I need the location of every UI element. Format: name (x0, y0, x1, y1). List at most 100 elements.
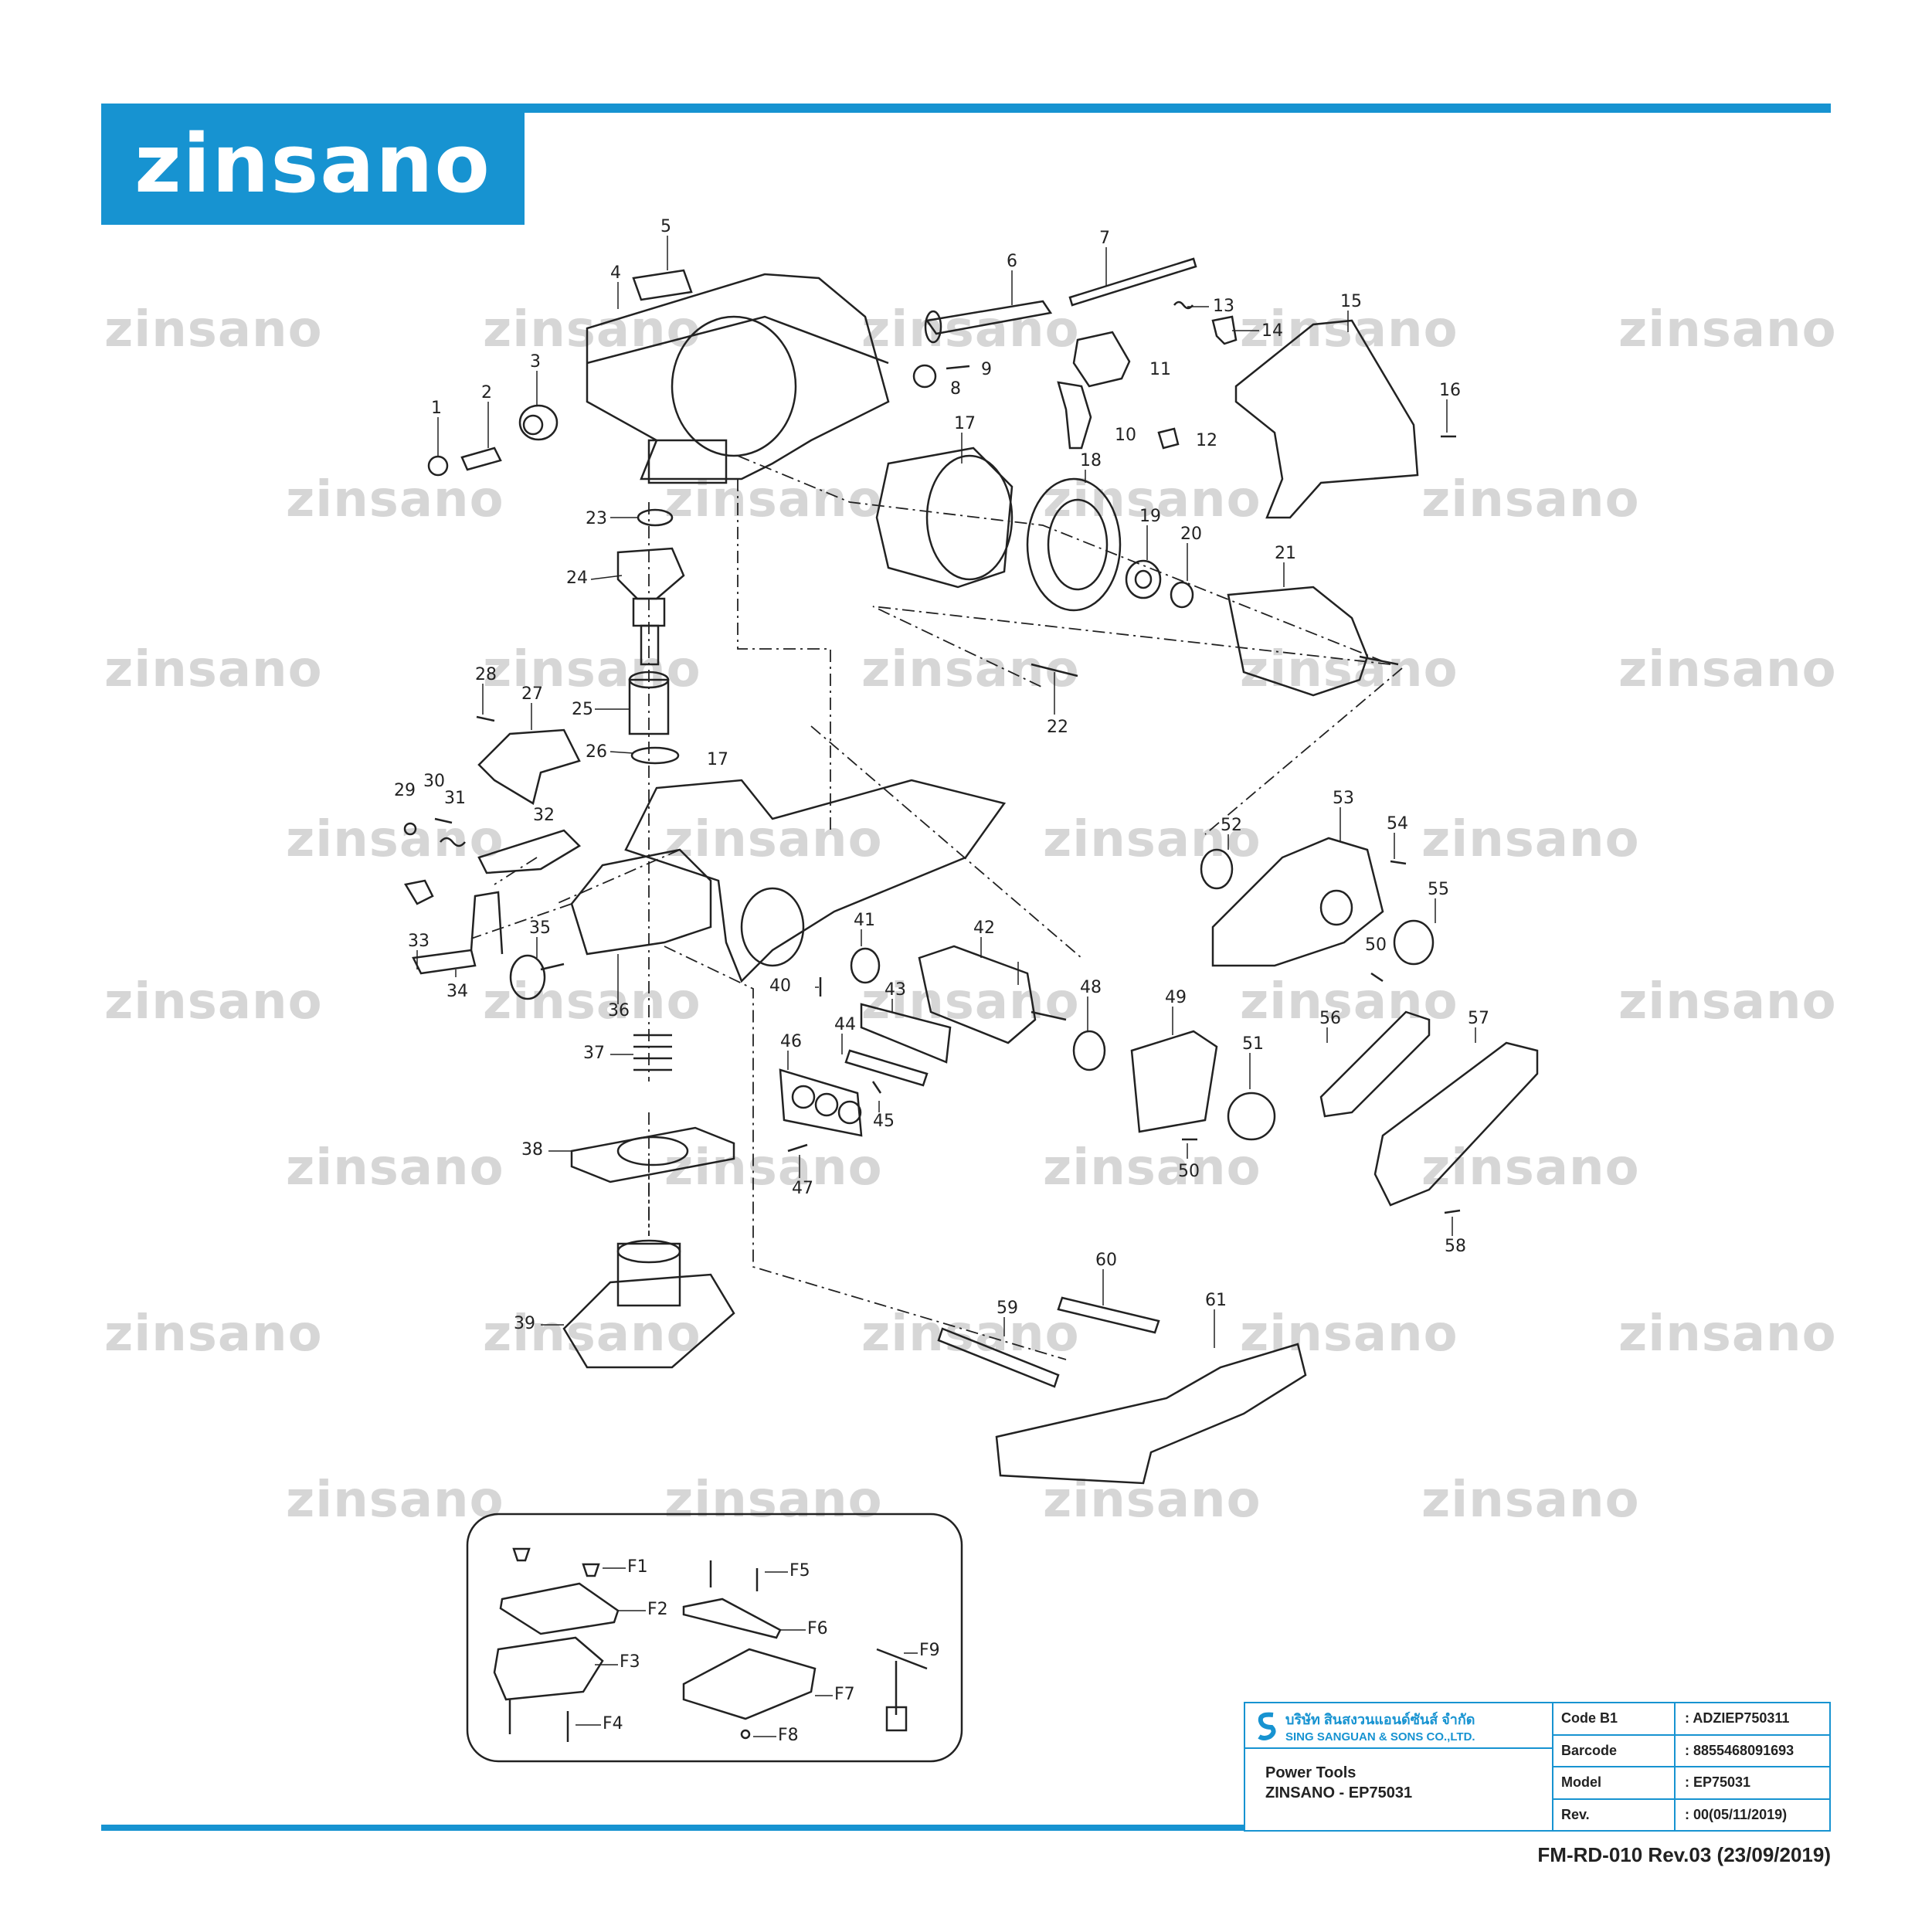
company-name-thai: บริษัท สินสงวนแอนด์ซันส์ จำกัด (1285, 1711, 1475, 1727)
watermark-text: zinsano (1240, 973, 1458, 1031)
watermark-text: zinsano (1240, 641, 1458, 698)
part-label-33: 33 (408, 932, 430, 951)
title-block-fields: Code B1 : ADZIEP750311 Barcode : 8855468… (1553, 1703, 1829, 1830)
part-label-32: 32 (533, 806, 555, 825)
watermark-text: zinsano (1618, 641, 1837, 698)
part-label-40: 40 (769, 976, 791, 996)
assembly-lines (470, 455, 1403, 1360)
part-label-52: 52 (1221, 816, 1242, 835)
watermark-text: zinsano (664, 471, 883, 528)
part-label-17b: 17 (707, 750, 728, 769)
part-label-6: 6 (1007, 252, 1017, 271)
part-label-50b: 50 (1365, 935, 1387, 955)
part-label-51: 51 (1242, 1034, 1264, 1054)
part-label-26: 26 (586, 742, 607, 762)
watermark-text: zinsano (861, 973, 1080, 1031)
company-s-logo-icon (1258, 1712, 1276, 1740)
watermark-text: zinsano (104, 973, 323, 1031)
part-label-14: 14 (1261, 321, 1283, 341)
watermark-text: zinsano (861, 301, 1080, 358)
watermark-text: zinsano (286, 811, 504, 868)
watermark-text: zinsano (1043, 811, 1261, 868)
part-label-43: 43 (885, 980, 906, 1000)
part-label-9: 9 (981, 360, 992, 379)
part-label-41: 41 (854, 911, 875, 930)
part-label-4: 4 (610, 263, 621, 283)
part-label-38: 38 (521, 1140, 543, 1160)
watermark-text: zinsano (1421, 1472, 1640, 1529)
part-label-45: 45 (873, 1112, 895, 1131)
part-label-49: 49 (1165, 988, 1187, 1007)
watermark-text: zinsano (483, 1306, 701, 1363)
accessory-label-F5: F5 (789, 1561, 810, 1581)
field-key: Code B1 (1553, 1703, 1676, 1734)
watermark-text: zinsano (664, 811, 883, 868)
part-label-22: 22 (1047, 718, 1068, 737)
field-key: Rev. (1553, 1799, 1676, 1830)
part-label-3: 3 (530, 352, 541, 372)
part-label-24: 24 (566, 569, 588, 588)
accessory-label-F7: F7 (834, 1685, 855, 1704)
product-description: Power Tools ZINSANO - EP75031 (1245, 1749, 1552, 1803)
watermark-text: zinsano (664, 1139, 883, 1197)
part-label-25: 25 (572, 700, 593, 719)
part-label-35: 35 (529, 918, 551, 938)
watermark-text: zinsano (286, 1472, 504, 1529)
product-line-2: ZINSANO - EP75031 (1265, 1784, 1413, 1801)
part-label-10: 10 (1115, 426, 1136, 445)
watermark-text: zinsano (1421, 1139, 1640, 1197)
watermark-text: zinsano (483, 641, 701, 698)
part-label-53: 53 (1333, 789, 1354, 808)
part-label-17a: 17 (954, 414, 976, 433)
field-row-barcode: Barcode : 8855468091693 (1553, 1735, 1829, 1767)
brand-logo: zinsano (101, 104, 525, 225)
part-label-29: 29 (394, 781, 416, 800)
title-block-left: บริษัท สินสงวนแอนด์ซันส์ จำกัด SING SANG… (1245, 1703, 1553, 1830)
company-names: บริษัท สินสงวนแอนด์ซันส์ จำกัด SING SANG… (1285, 1708, 1475, 1744)
accessory-label-F4: F4 (603, 1714, 623, 1733)
part-label-1: 1 (431, 399, 442, 418)
watermark-text: zinsano (483, 301, 701, 358)
part-label-5: 5 (660, 217, 671, 236)
watermark-text: zinsano (1421, 471, 1640, 528)
part-label-57: 57 (1468, 1009, 1489, 1028)
part-label-42: 42 (973, 918, 995, 938)
product-line-1: Power Tools (1265, 1764, 1356, 1781)
part-label-13: 13 (1213, 297, 1234, 316)
part-label-21: 21 (1275, 544, 1296, 563)
leader-lines (416, 236, 1476, 1737)
part-label-47: 47 (792, 1179, 813, 1198)
part-label-31: 31 (444, 789, 466, 808)
field-value: : ADZIEP750311 (1685, 1710, 1790, 1727)
part-label-48: 48 (1080, 978, 1102, 997)
header-bar (101, 104, 1831, 113)
title-block: บริษัท สินสงวนแอนด์ซันส์ จำกัด SING SANG… (1244, 1702, 1831, 1832)
part-label-16: 16 (1439, 381, 1461, 400)
field-key: Barcode (1553, 1735, 1676, 1766)
company-name-english: SING SANGUAN & SONS CO.,LTD. (1285, 1730, 1475, 1744)
part-label-37: 37 (583, 1044, 605, 1063)
field-row-code: Code B1 : ADZIEP750311 (1553, 1703, 1829, 1736)
part-label-56: 56 (1319, 1009, 1341, 1028)
field-value: : 00(05/11/2019) (1685, 1806, 1788, 1822)
part-label-61: 61 (1205, 1291, 1227, 1310)
footer-bar (101, 1825, 1831, 1831)
watermark-text: zinsano (104, 301, 323, 358)
part-label-18: 18 (1080, 451, 1102, 470)
part-label-30: 30 (423, 772, 445, 791)
part-label-50a: 50 (1178, 1162, 1200, 1181)
part-label-12: 12 (1196, 431, 1217, 450)
company-header: บริษัท สินสงวนแอนด์ซันส์ จำกัด SING SANG… (1245, 1703, 1552, 1749)
part-label-34: 34 (446, 982, 468, 1001)
part-label-55: 55 (1428, 880, 1449, 899)
part-label-58: 58 (1445, 1237, 1466, 1256)
watermark-text: zinsano (286, 1139, 504, 1197)
part-label-27: 27 (521, 684, 543, 704)
part-label-15: 15 (1340, 292, 1362, 311)
accessory-label-F6: F6 (807, 1619, 828, 1638)
part-label-20: 20 (1180, 525, 1202, 544)
watermark-text: zinsano (1618, 973, 1837, 1031)
accessory-label-F2: F2 (647, 1600, 668, 1619)
form-reference: FM-RD-010 Rev.03 (23/09/2019) (1537, 1843, 1831, 1866)
